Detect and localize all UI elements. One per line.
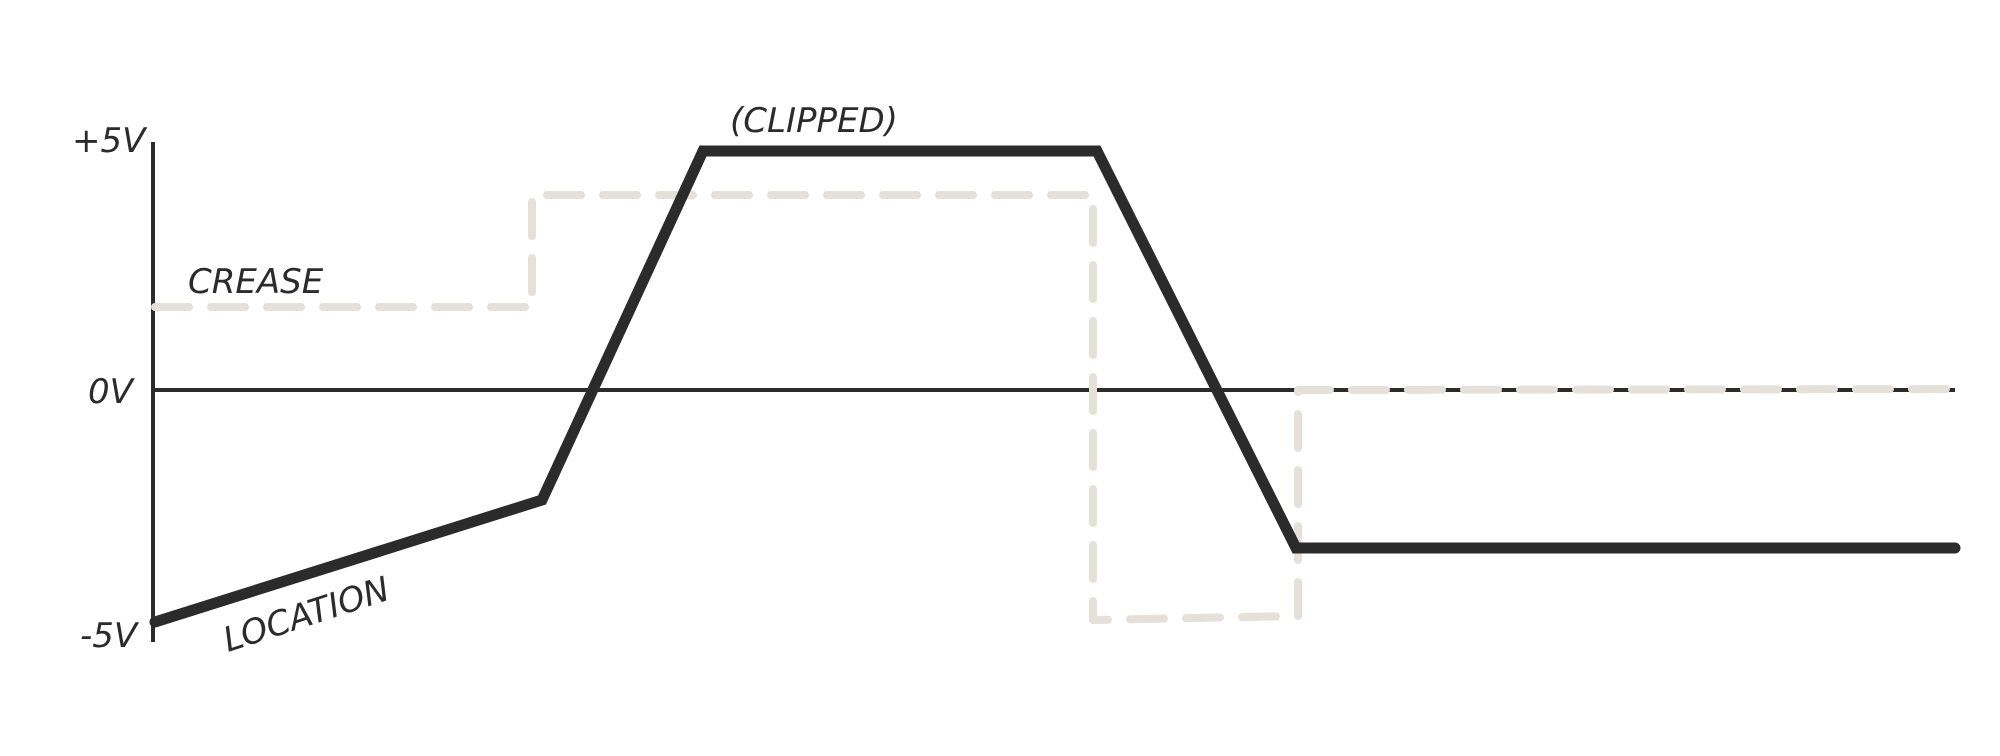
axis-label-plus-5v: +5V: [72, 121, 148, 161]
location-label: LOCATION: [218, 569, 394, 660]
location-signal-line: [149, 145, 1961, 628]
crease-signal-line: [151, 191, 1959, 624]
crease-label: CREASE: [188, 262, 324, 302]
clipped-label: (CLIPPED): [730, 101, 898, 141]
axis-label-minus-5v: -5V: [80, 616, 140, 656]
axis-label-0v: 0V: [88, 372, 136, 412]
